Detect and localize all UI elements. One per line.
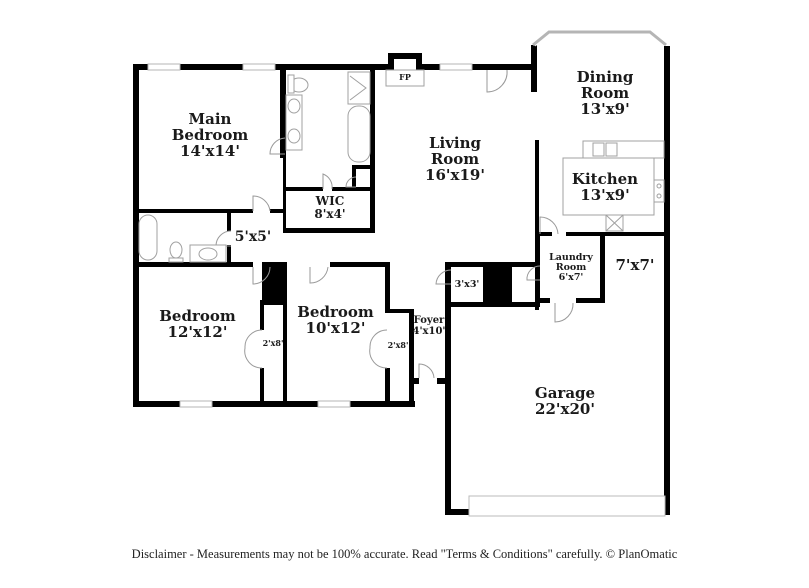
main-bedroom-size: 14'x14' [180, 141, 240, 160]
coat-closet-size: 3'x3' [454, 279, 480, 290]
walls [133, 45, 670, 515]
closet-3-label: 2'x8' [386, 340, 410, 350]
garage-name: Garage [534, 384, 596, 402]
laundry-room-name-2: Room [555, 261, 587, 273]
foyer-label: Foyer 4'x10' [410, 315, 448, 337]
bedroom-2-name: Bedroom [159, 307, 236, 325]
bedroom-2-size: 12'x12' [167, 322, 228, 341]
fireplace-text: FP [399, 72, 411, 82]
laundry-room-size: 6'x7' [558, 271, 584, 283]
living-room-name-2: Room [430, 149, 480, 168]
storage-size: 7'x7' [615, 256, 655, 274]
windows [147, 30, 667, 517]
wic-name: WIC [315, 194, 345, 208]
hall-bath-size: 5'x5' [234, 229, 272, 245]
dining-room-name-1: Dining [576, 68, 634, 86]
bedroom-3-size: 10'x12' [305, 318, 366, 337]
garage-size: 22'x20' [535, 399, 595, 418]
dining-room-name-2: Room [580, 83, 630, 102]
main-bedroom-label: Main Bedroom 14'x14' [150, 110, 270, 160]
laundry-room-name-1: Laundry [549, 252, 593, 263]
main-bedroom-name-1: Main [188, 110, 232, 128]
garage-label: Garage 22'x20' [510, 384, 620, 418]
bedroom-3-label: Bedroom 10'x12' [288, 303, 383, 337]
wic-label: WIC 8'x4' [290, 195, 370, 220]
closet-2-label: 2'x8' [261, 338, 285, 348]
main-bedroom-name-2: Bedroom [171, 125, 249, 144]
kitchen-label: Kitchen 13'x9' [560, 170, 650, 204]
kitchen-name: Kitchen [571, 170, 639, 188]
dining-room-size: 13'x9' [580, 99, 630, 118]
hall-bath-size-label: 5'x5' [228, 230, 278, 245]
disclaimer-text: Disclaimer - Measurements may not be 100… [131, 547, 678, 561]
bedroom-3-name: Bedroom [297, 303, 374, 321]
foyer-name: Foyer [413, 315, 445, 326]
kitchen-size: 13'x9' [580, 185, 630, 204]
laundry-room-label: Laundry Room 6'x7' [541, 253, 601, 283]
living-room-label: Living Room 16'x19' [400, 134, 510, 184]
living-room-name-1: Living [428, 134, 482, 152]
dining-room-label: Dining Room 13'x9' [555, 68, 655, 118]
storage-label: 7'x7' [606, 256, 664, 274]
bedroom-2-label: Bedroom 12'x12' [145, 307, 250, 341]
living-room-size: 16'x19' [425, 165, 485, 184]
closet-2-size: 2'x8' [262, 338, 284, 348]
fireplace-label: FP [388, 72, 422, 82]
fixtures [138, 69, 665, 263]
foyer-size: 4'x10' [412, 325, 446, 337]
closet-3-size: 2'x8' [387, 340, 409, 350]
doors [215, 69, 574, 379]
wic-size: 8'x4' [314, 206, 346, 221]
coat-closet-label: 3'x3' [451, 280, 483, 290]
